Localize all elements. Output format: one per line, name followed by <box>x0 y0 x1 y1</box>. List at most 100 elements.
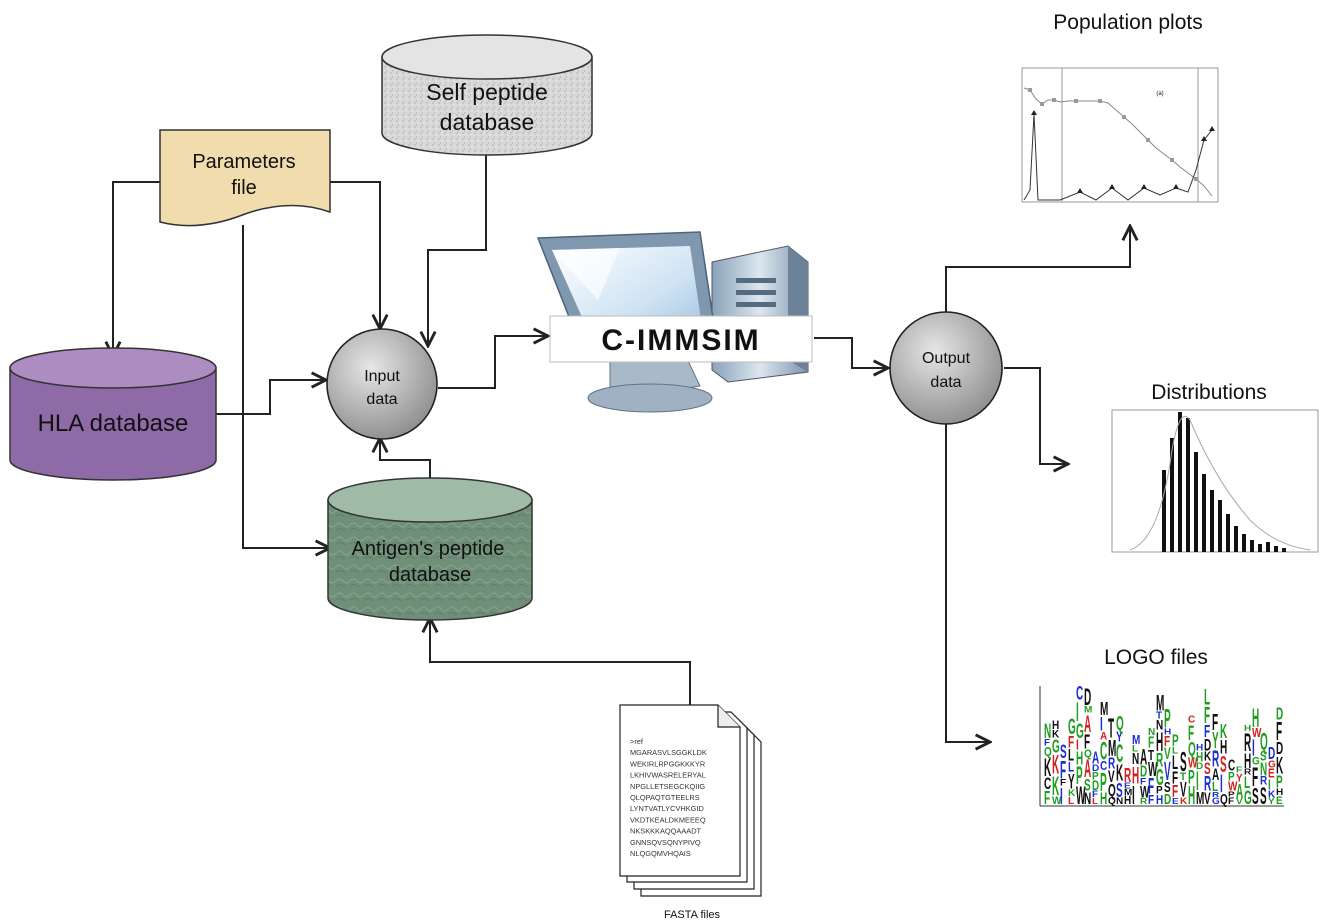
logo-letter: C <box>1100 739 1107 767</box>
logo-letter: R <box>1212 790 1220 798</box>
logo-letter: F <box>1092 789 1098 799</box>
logo-letter: P <box>1188 767 1195 788</box>
logo-letter: P <box>1100 768 1107 797</box>
logo-letter: K <box>1044 755 1051 783</box>
logo-letter: P <box>1092 771 1099 782</box>
logo-letter: R <box>1244 730 1251 758</box>
population-plot-inset-label: (a) <box>1156 91 1163 97</box>
logo-letter: S <box>1084 775 1091 794</box>
logo-letter: K <box>1180 796 1187 807</box>
logo-letter: E <box>1124 781 1131 790</box>
logo-letter: W <box>1140 783 1149 801</box>
logo-letter: C <box>1116 741 1123 769</box>
logo-letter: C <box>1100 760 1108 773</box>
logo-letter: K <box>1052 729 1060 740</box>
self-db-label-line1: Self peptide <box>426 79 547 105</box>
document-stack-icon <box>619 704 762 897</box>
logo-letter: Q <box>1108 781 1116 801</box>
logo-letter: G <box>1244 788 1252 809</box>
fasta-line: LYNTVATLYCVHKGID <box>630 804 704 813</box>
logo-letter: D <box>1204 736 1211 754</box>
logo-letter: V <box>1236 797 1243 806</box>
logo-letter: D <box>1276 704 1283 724</box>
logo-letter: D <box>1268 743 1275 763</box>
logo-letter: S <box>1260 748 1267 764</box>
logo-letter: Q <box>1220 790 1228 808</box>
logo-letter: F <box>1148 773 1154 799</box>
logo-letter: D <box>1196 761 1203 771</box>
logo-letter: H <box>1132 761 1139 788</box>
logo-letter: E <box>1268 767 1275 780</box>
logo-letter: E <box>1276 795 1283 808</box>
logo-letter: F <box>1140 776 1146 787</box>
logo-letter: L <box>1172 753 1178 774</box>
logo-letter: M <box>1084 705 1092 715</box>
logo-letter: S <box>1116 779 1123 802</box>
logo-letter: K <box>1116 760 1123 786</box>
logo-letter: D <box>1164 790 1171 808</box>
logo-letter: V <box>1164 757 1171 786</box>
logo-letter: S <box>1180 747 1187 778</box>
logo-letter: F <box>1172 781 1178 801</box>
logo-letter: I <box>1220 771 1223 799</box>
logo-letter: L <box>1068 759 1075 775</box>
logo-letter: Q <box>1260 728 1268 755</box>
logo-letter: D <box>1084 683 1091 710</box>
output-data-node: Output data <box>889 311 1003 425</box>
logo-letter: L <box>1212 778 1219 794</box>
logo-letter: G <box>1156 764 1164 790</box>
logo-letter: H <box>1244 749 1251 773</box>
logo-letter: T <box>1156 710 1162 721</box>
fasta-sequence-text: >refMGARASVLSGGKLDKWEKIRLRPGGKKKYRLKHIVW… <box>630 737 707 858</box>
logo-letter: M <box>1132 734 1140 747</box>
logo-letter: P <box>1172 732 1179 750</box>
fasta-line: NPGLLETSEGCKQIIG <box>630 782 705 791</box>
logo-letter: T <box>1148 746 1154 764</box>
logo-letter: R <box>1212 746 1219 772</box>
logo-letter: H <box>1156 794 1163 807</box>
logo-letter: P <box>1164 705 1171 734</box>
distribution-fit-curve <box>1129 415 1311 551</box>
logo-letter: K <box>1204 750 1212 763</box>
logo-letter: C <box>1228 756 1236 774</box>
logo-letter: K <box>1068 788 1075 799</box>
logo-letter: F <box>1276 718 1282 747</box>
logo-letter: S <box>1260 782 1267 809</box>
logo-letter: I <box>1252 735 1255 761</box>
logo-letter: H <box>1252 704 1259 733</box>
output-label-line2: data <box>930 374 961 391</box>
logo-letter: H <box>1052 719 1059 732</box>
logo-letter: V <box>1204 789 1211 807</box>
logo-letter: M <box>1108 735 1116 761</box>
logo-letter: H <box>1220 737 1227 758</box>
logo-letter: F <box>1172 769 1178 789</box>
logo-letter: V <box>1108 768 1115 786</box>
simulator-label: C-IMMSIM <box>601 324 760 357</box>
logo-letter: C <box>1188 715 1195 726</box>
population-plots-title: Population plots <box>1053 11 1202 34</box>
logo-letter: A <box>1236 780 1243 803</box>
logo-letter: L <box>1204 684 1210 710</box>
logo-letter: I <box>1100 714 1103 735</box>
logo-letter: I <box>1076 698 1079 727</box>
logo-letter: D <box>1276 739 1283 759</box>
logo-letter: H <box>1188 782 1195 811</box>
logo-letter: R <box>1204 773 1211 796</box>
fasta-line: QLQPAQTGTEELRS <box>630 793 700 802</box>
logo-letter: K <box>1052 773 1059 802</box>
hla-database: HLA database <box>9 347 217 481</box>
distribution-bars <box>1162 412 1286 552</box>
params-label-line2: file <box>231 177 257 199</box>
fasta-line: LKHIVWASRELERYAL <box>630 771 706 780</box>
sequence-logo-stacks: FCKQFNWKKGKHIFFSLKYLLFGWPHIGICNSAQFAMDLF… <box>1044 683 1284 811</box>
logo-letter: V <box>1180 779 1187 802</box>
logo-letter: H <box>1276 787 1283 798</box>
self-db-label-line2: database <box>440 109 535 135</box>
logo-letter: F <box>1148 733 1154 751</box>
logo-files-title: LOGO files <box>1104 646 1208 669</box>
logo-letter: I <box>1076 737 1079 753</box>
logo-letter: H <box>1196 743 1203 754</box>
logo-letter: N <box>1260 759 1267 780</box>
logo-letter: F <box>1060 778 1066 788</box>
